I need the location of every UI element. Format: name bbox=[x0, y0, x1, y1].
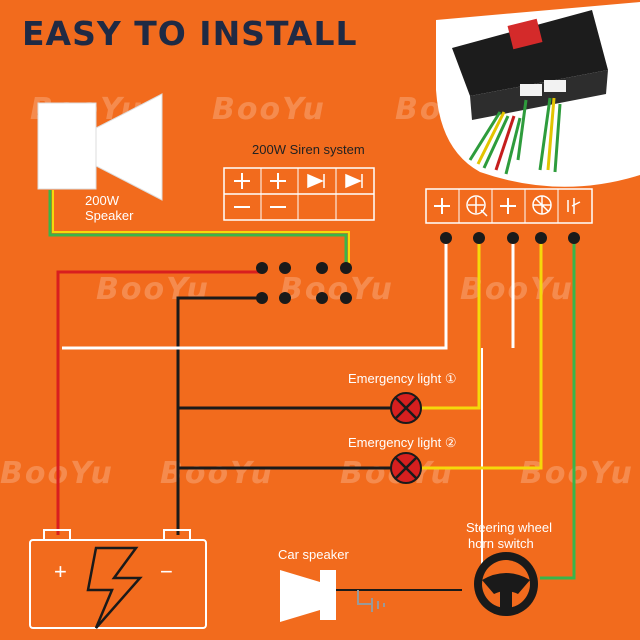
emergency-light-1-label: Emergency light ① bbox=[348, 371, 457, 386]
battery bbox=[29, 529, 207, 629]
car-speaker bbox=[280, 570, 336, 622]
steering-label-line2: horn switch bbox=[468, 536, 534, 551]
emergency-light-1 bbox=[390, 392, 422, 424]
speaker-200w bbox=[37, 93, 163, 201]
siren-connector bbox=[223, 167, 375, 221]
battery-plus: + bbox=[54, 559, 67, 584]
car-speaker-label: Car speaker bbox=[278, 547, 349, 562]
terminal-dots bbox=[256, 232, 580, 304]
watermark: BooYu bbox=[520, 456, 634, 491]
battery-minus: − bbox=[160, 559, 173, 584]
siren-system-label: 200W Siren system bbox=[252, 142, 365, 157]
emergency-light-2 bbox=[390, 452, 422, 484]
speaker-label-line2: Speaker bbox=[85, 208, 134, 223]
wires bbox=[48, 190, 576, 612]
speaker-label-line1: 200W bbox=[85, 193, 119, 208]
emergency-light-2-label: Emergency light ② bbox=[348, 435, 457, 450]
steering-wheel bbox=[474, 552, 538, 616]
controller-connector bbox=[425, 188, 593, 224]
watermark: BooYu bbox=[96, 272, 210, 307]
watermark: BooYu bbox=[0, 456, 114, 491]
steering-label-line1: Steering wheel bbox=[466, 520, 552, 535]
watermark: BooYu bbox=[280, 272, 394, 307]
controller-photo bbox=[436, 2, 640, 187]
page-title: EASY TO INSTALL bbox=[22, 14, 358, 53]
watermark: BooYu bbox=[212, 92, 326, 127]
